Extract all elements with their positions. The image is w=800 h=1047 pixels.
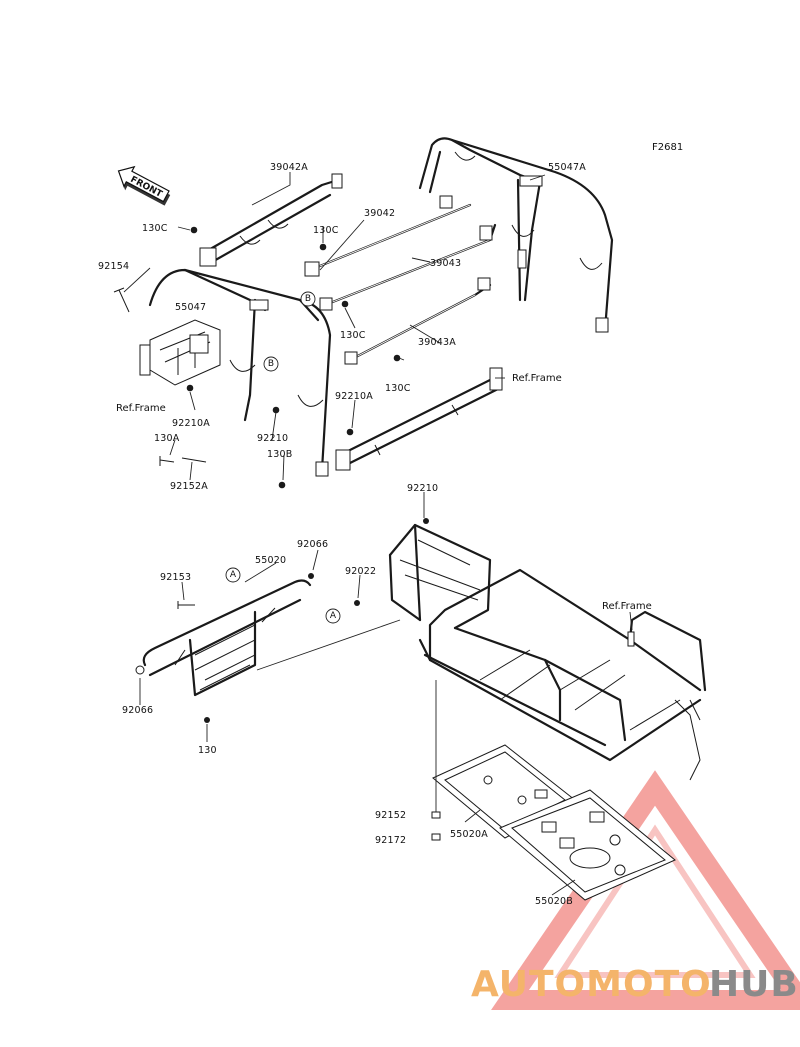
- leader-lines: [123, 172, 633, 896]
- watermark-part2: HUB: [709, 964, 799, 1005]
- label-55020: 55020: [255, 555, 286, 566]
- fasteners-upper: [113, 226, 401, 489]
- label-ref-frame-3: Ref.Frame: [602, 601, 652, 612]
- bar-39043A: [344, 277, 492, 365]
- front-arrow: FRONT: [117, 165, 171, 206]
- svg-text:B: B: [268, 359, 274, 369]
- leader-guard-frame: [256, 619, 401, 671]
- main-frame: [388, 523, 707, 781]
- label-130C-4: 130C: [385, 383, 411, 394]
- callout-B-2: B: [300, 291, 316, 307]
- label-92152A: 92152A: [170, 481, 208, 492]
- guard-55020: [135, 573, 360, 723]
- label-92066-2: 92066: [122, 705, 153, 716]
- label-55020A: 55020A: [450, 829, 488, 840]
- bar-39042: [304, 195, 472, 277]
- label-55020B: 55020B: [535, 896, 573, 907]
- skid-plate-55020B: [499, 789, 676, 901]
- label-130: 130: [198, 745, 217, 756]
- label-92210-1: 92210: [257, 433, 288, 444]
- svg-text:B: B: [305, 294, 311, 304]
- label-39042: 39042: [364, 208, 395, 219]
- label-39043: 39043: [430, 258, 461, 269]
- svg-text:A: A: [330, 611, 337, 621]
- label-130B: 130B: [267, 449, 292, 460]
- bar-39042A: [199, 173, 343, 267]
- label-130C-3: 130C: [340, 330, 366, 341]
- callout-B-1: B: [263, 356, 279, 372]
- label-92210A-1: 92210A: [335, 391, 373, 402]
- bar-39043: [319, 223, 497, 311]
- label-92153: 92153: [160, 572, 191, 583]
- figure-code: F2681: [652, 142, 683, 153]
- callout-A-1: A: [225, 567, 241, 583]
- label-92066-1: 92066: [297, 539, 328, 550]
- label-92154: 92154: [98, 261, 129, 272]
- label-92022: 92022: [345, 566, 376, 577]
- label-ref-frame-1: Ref.Frame: [512, 373, 562, 384]
- svg-text:A: A: [230, 570, 237, 580]
- fasteners-lower: [423, 518, 441, 841]
- label-92210A-2: 92210A: [172, 418, 210, 429]
- label-55047: 55047: [175, 302, 206, 313]
- label-130C-1: 130C: [142, 223, 168, 234]
- watermark-text: AUTOMOTO HUB: [471, 964, 799, 1005]
- label-92172: 92172: [375, 835, 406, 846]
- label-ref-frame-2: Ref.Frame: [116, 403, 166, 414]
- label-92210-2: 92210: [407, 483, 438, 494]
- label-39043A: 39043A: [418, 337, 456, 348]
- side-rail: [335, 367, 503, 471]
- label-130C-2: 130C: [313, 225, 339, 236]
- label-130A: 130A: [154, 433, 180, 444]
- label-39042A: 39042A: [270, 162, 308, 173]
- label-92152: 92152: [375, 810, 406, 821]
- cage-55047A: [418, 137, 614, 333]
- callout-A-2: A: [325, 608, 341, 624]
- watermark-part1: AUTOMOTO: [471, 964, 712, 1005]
- label-55047A: 55047A: [548, 162, 586, 173]
